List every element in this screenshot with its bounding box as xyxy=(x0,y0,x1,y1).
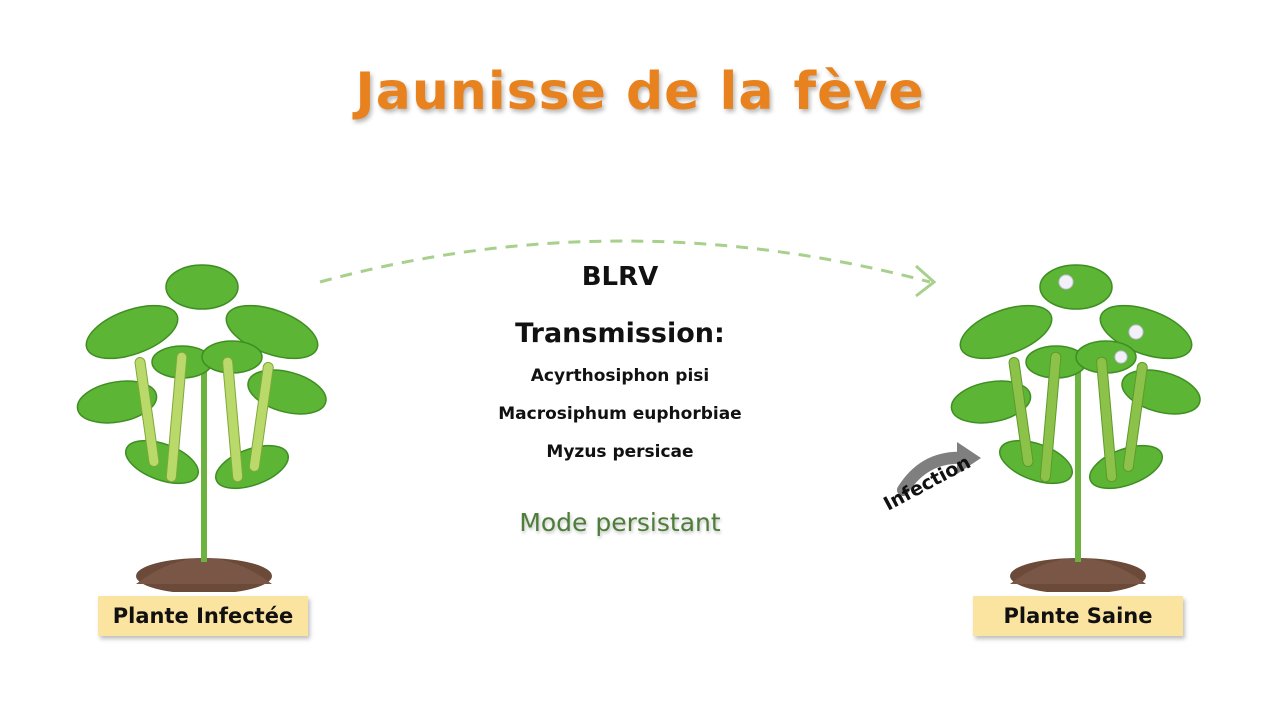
transmission-heading: Transmission: xyxy=(515,318,725,349)
healthy-plant-label: Plante Saine xyxy=(973,596,1183,636)
transmission-mode: Mode persistant xyxy=(519,508,721,537)
infected-plant-illustration xyxy=(76,264,327,592)
infected-plant-label: Plante Infectée xyxy=(98,596,308,636)
vector-2: Macrosiphum euphorbiae xyxy=(498,404,742,424)
vector-3: Myzus persicae xyxy=(546,442,694,462)
infection-arrow-icon xyxy=(897,442,981,496)
virus-name: BLRV xyxy=(581,262,659,292)
healthy-plant-illustration xyxy=(950,264,1201,592)
slide-title: Jaunisse de la fève xyxy=(355,62,925,122)
vector-1: Acyrthosiphon pisi xyxy=(530,366,710,386)
